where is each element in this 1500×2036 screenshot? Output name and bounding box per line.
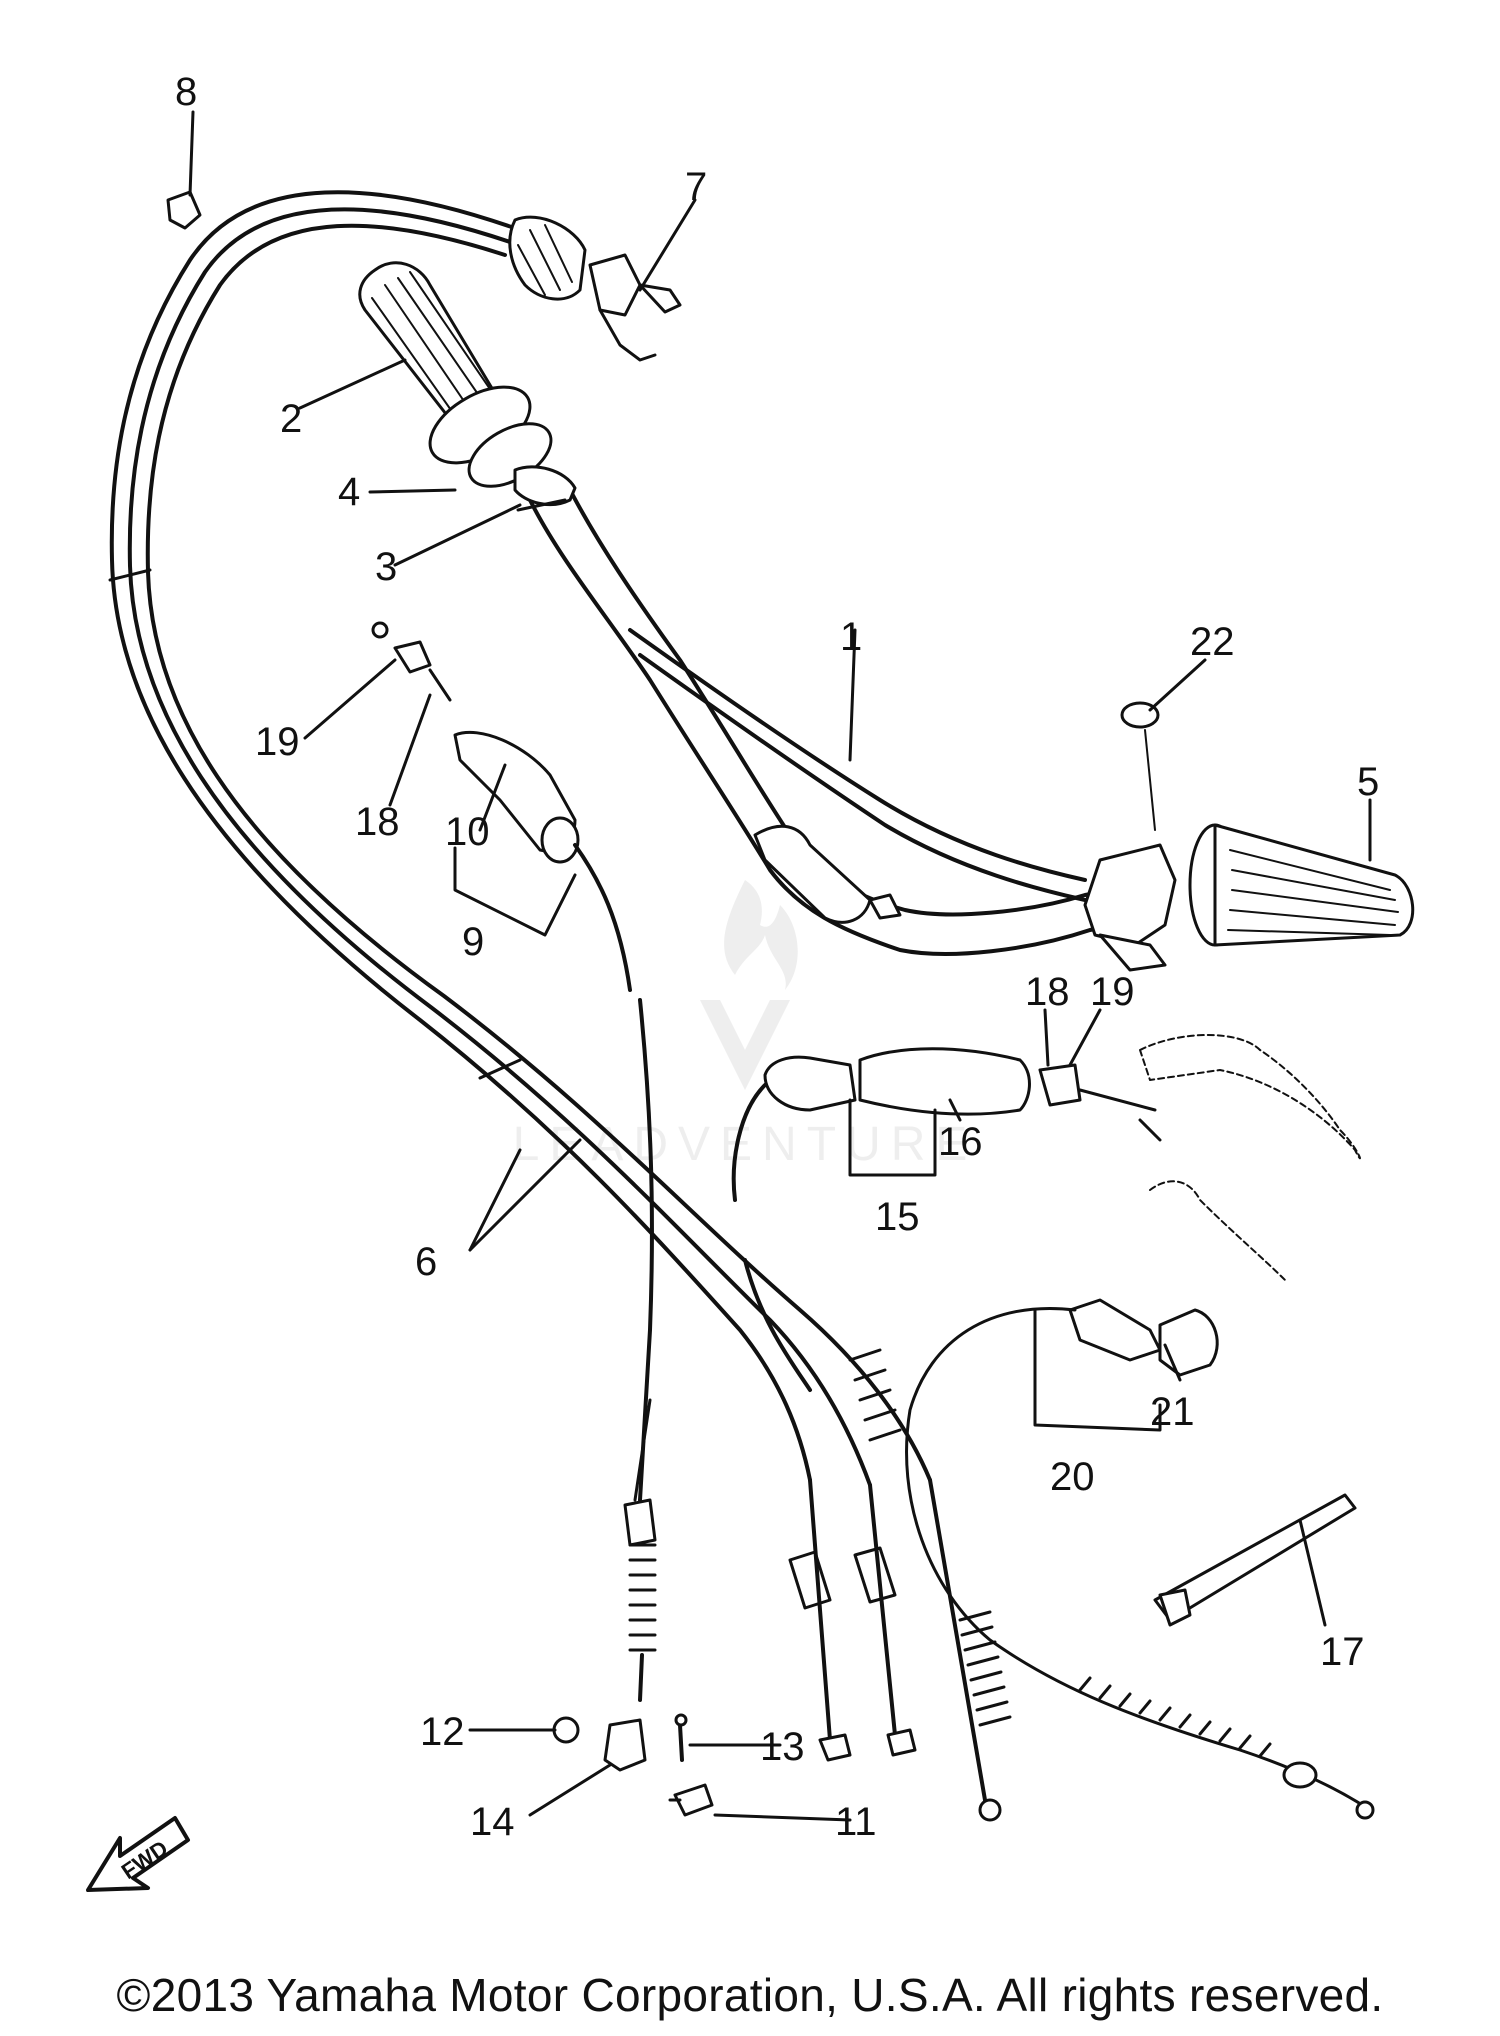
label-part-1: 1 <box>840 615 862 659</box>
label-part-15: 15 <box>875 1195 920 1239</box>
throttle-housing <box>508 215 682 362</box>
label-part-22: 22 <box>1190 620 1235 664</box>
part-8-clamp <box>166 190 202 230</box>
label-part-3: 3 <box>375 545 397 589</box>
label-part-8: 8 <box>175 70 197 114</box>
label-part-11: 11 <box>835 1800 877 1844</box>
label-part-6: 6 <box>415 1240 437 1284</box>
part-17-cable-tie <box>1153 1493 1357 1627</box>
callout-labels: 8 7 2 4 3 1 22 5 19 18 10 9 18 19 16 15 … <box>175 70 1379 1844</box>
label-part-16: 16 <box>938 1120 983 1164</box>
parts-diagram: LEADVENTURE <box>86 70 1415 1892</box>
leader-lines <box>188 110 1372 1822</box>
label-part-20: 20 <box>1050 1455 1095 1499</box>
label-part-5: 5 <box>1357 760 1379 804</box>
label-part-17: 17 <box>1320 1630 1365 1674</box>
label-part-19-left: 19 <box>255 720 300 764</box>
label-part-14: 14 <box>470 1800 515 1844</box>
label-part-4: 4 <box>338 470 360 514</box>
parts-11-14-bottom <box>552 1713 714 1817</box>
part-5-right-grip <box>1083 701 1415 972</box>
part-6-throttle-cables <box>108 190 1012 1822</box>
label-part-10: 10 <box>445 810 490 854</box>
label-part-2: 2 <box>280 397 302 441</box>
label-part-13: 13 <box>760 1725 805 1769</box>
label-part-12: 12 <box>420 1710 465 1754</box>
label-part-18-left: 18 <box>355 800 400 844</box>
label-part-7: 7 <box>685 165 707 209</box>
watermark: LEADVENTURE <box>513 880 967 1171</box>
label-part-9: 9 <box>462 920 484 964</box>
label-part-19-right: 19 <box>1090 970 1135 1014</box>
part-10-lever-cover <box>371 621 657 1702</box>
part-3-4-collars <box>513 465 577 512</box>
part-16-clutch-cover <box>731 1034 1361 1392</box>
label-part-18-right: 18 <box>1025 970 1070 1014</box>
part-2-left-grip <box>358 261 553 488</box>
copyright-notice: ©2013 Yamaha Motor Corporation, U.S.A. A… <box>116 1969 1384 2021</box>
part-20-cable <box>905 1180 1375 1820</box>
part-1-handlebar <box>528 478 1142 956</box>
label-part-21: 21 <box>1150 1390 1195 1434</box>
fwd-arrow-icon: FWD <box>86 1816 190 1892</box>
